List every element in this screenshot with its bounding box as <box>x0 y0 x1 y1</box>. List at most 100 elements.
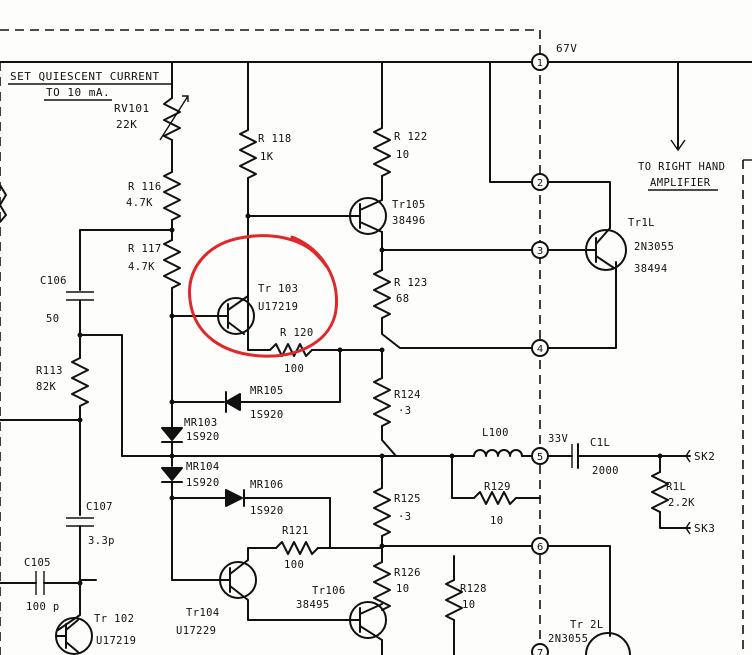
tr106-value: 38495 <box>296 599 330 611</box>
r123-value: 68 <box>396 293 409 305</box>
mr105-label: MR105 <box>250 385 284 397</box>
to-right-amp-line2: AMPLIFIER <box>650 177 711 189</box>
r113-resistor <box>0 332 89 516</box>
r128-value: 10 <box>462 599 475 611</box>
mr106-value: 1S920 <box>250 505 284 517</box>
board-boundary <box>0 29 744 655</box>
r116-label: R 116 <box>128 181 162 193</box>
mr103-value: 1S920 <box>186 431 220 443</box>
r121-label: R121 <box>282 525 309 537</box>
r116-value: 4.7K <box>126 197 153 209</box>
mr106-label: MR106 <box>250 479 284 491</box>
r128-resistor <box>445 555 463 655</box>
c106-label: C106 <box>40 275 67 287</box>
r123-label: R 123 <box>394 277 428 289</box>
tr102-label: Tr 102 <box>94 613 134 625</box>
r118-value: 1K <box>260 151 274 163</box>
node-2-label: 2 <box>537 178 543 189</box>
midpoint-voltage-label: 33V <box>548 433 568 445</box>
r117-label: R 117 <box>128 243 162 255</box>
mr104-value: 1S920 <box>186 477 220 489</box>
tr105-label: Tr105 <box>392 199 426 211</box>
supply-rail <box>0 61 752 229</box>
r122-resistor <box>373 127 391 201</box>
r118-resistor <box>239 129 355 263</box>
r124-label: R124 <box>394 389 421 401</box>
mr103-label: MR103 <box>184 417 218 429</box>
c107-label: C107 <box>86 501 113 513</box>
left-edge-resistor <box>0 184 7 223</box>
tr104-value: U17229 <box>176 625 216 637</box>
bias-chain <box>79 139 219 421</box>
tr102-value: U17219 <box>96 635 136 647</box>
tr104-transistor <box>219 547 353 621</box>
quiescent-note-line1: SET QUIESCENT CURRENT <box>10 70 160 83</box>
r121-resistor <box>247 497 383 555</box>
tr1l-transistor <box>547 227 627 349</box>
quiescent-note-line2: TO 10 mA. <box>46 86 110 99</box>
tr106-label: Tr106 <box>312 585 346 597</box>
r117-value: 4.7K <box>128 261 155 273</box>
rv101-label: RV101 <box>114 102 150 115</box>
r118-label: R 118 <box>258 133 292 145</box>
mr105-diode <box>169 349 341 413</box>
tr2l-transistor <box>585 632 631 655</box>
supply-voltage-label: 67V <box>556 42 577 55</box>
tr105-value: 38496 <box>392 215 426 227</box>
c107-value: 3.3p <box>88 535 115 547</box>
c107-capacitor <box>66 517 97 581</box>
node-7-label: 7 <box>537 648 543 655</box>
c106-value: 50 <box>46 313 59 325</box>
rv101-potentiometer <box>159 95 189 141</box>
r125-label: R125 <box>394 493 421 505</box>
tr103-highlight-circle <box>188 234 338 358</box>
r129-resistor <box>473 491 541 505</box>
c105-value: 100 p <box>26 601 60 613</box>
tr103-value: U17219 <box>258 301 298 313</box>
r122-value: 10 <box>396 149 409 161</box>
tr104-label: Tr104 <box>186 607 220 619</box>
rv101-value: 22K <box>116 118 137 131</box>
r113-value: 82K <box>36 381 56 393</box>
tr2l-value: 2N3055 <box>548 633 588 645</box>
r125-value: ·3 <box>398 511 411 523</box>
r1l-value: 2.2K <box>668 497 695 509</box>
r120-label: R 120 <box>280 327 314 339</box>
r1l-label: R1L <box>666 481 686 493</box>
c1l-label: C1L <box>590 437 610 449</box>
tr1l-value-1: 2N3055 <box>634 241 674 253</box>
to-right-amp-line1: TO RIGHT HAND <box>638 161 725 173</box>
output-coupling <box>547 443 691 535</box>
tr106-transistor <box>349 601 387 655</box>
sk3-label: SK3 <box>694 522 715 535</box>
node-4-label: 4 <box>537 344 543 355</box>
node-terminals: 1 2 3 4 5 6 7 <box>531 53 549 655</box>
tr103-transistor <box>217 261 271 351</box>
component-labels: SET QUIESCENT CURRENT TO 10 mA. RV101 22… <box>8 42 725 647</box>
r126-resistor <box>373 561 391 611</box>
tr105-transistor <box>349 197 387 251</box>
tr103-label: Tr 103 <box>258 283 298 295</box>
c105-label: C105 <box>24 557 51 569</box>
mr103-diode <box>161 419 183 467</box>
r126-value: 10 <box>396 583 409 595</box>
r124-value: ·3 <box>398 405 411 417</box>
r113-label: R113 <box>36 365 63 377</box>
node-6-label: 6 <box>537 542 543 553</box>
tr1l-label: Tr1L <box>628 217 655 229</box>
l100-label: L100 <box>482 427 509 439</box>
tr1l-value-2: 38494 <box>634 263 668 275</box>
r124-resistor <box>373 349 397 457</box>
r123-resistor <box>373 247 533 349</box>
r122-label: R 122 <box>394 131 428 143</box>
c1l-value: 2000 <box>592 465 619 477</box>
mr106-diode <box>225 489 331 507</box>
r128-label: R128 <box>460 583 487 595</box>
tr102-transistor <box>55 617 93 655</box>
node6-wiring <box>547 545 611 637</box>
r129-value: 10 <box>490 515 503 527</box>
node-3-label: 3 <box>537 246 543 257</box>
r126-label: R126 <box>394 567 421 579</box>
